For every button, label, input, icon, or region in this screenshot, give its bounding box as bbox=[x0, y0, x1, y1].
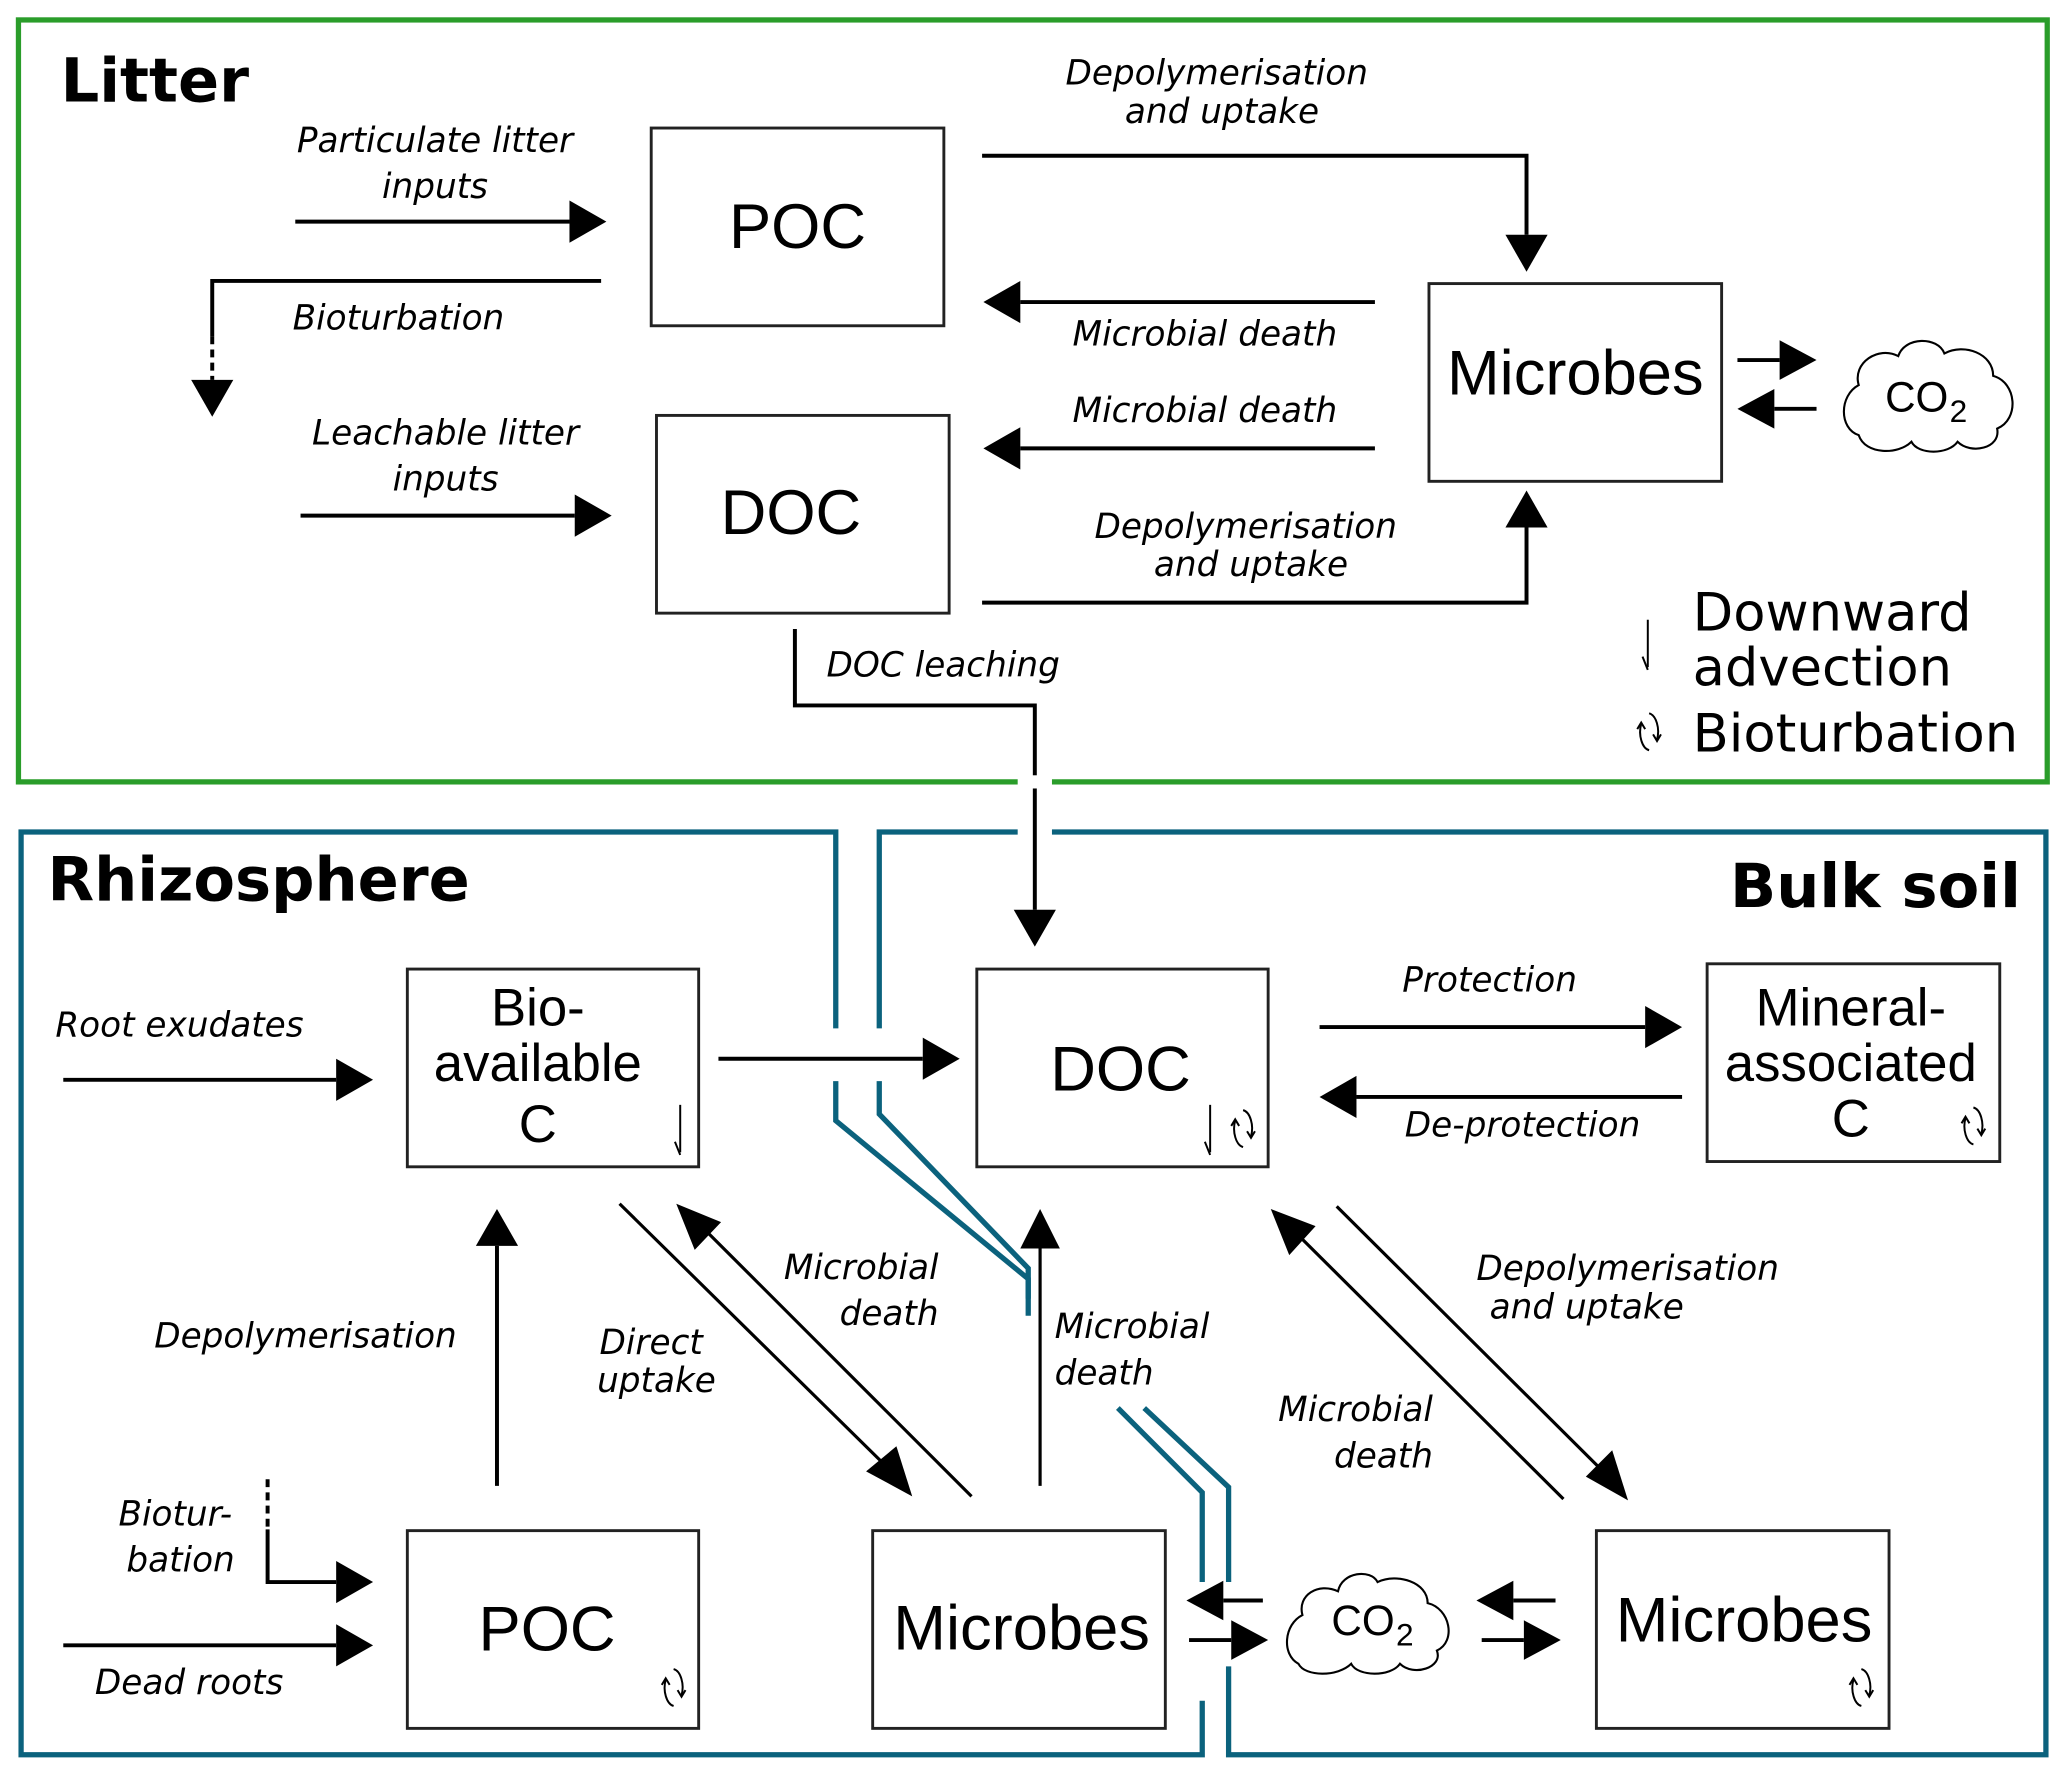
direct-uptake-label-1: Direct bbox=[600, 1323, 705, 1363]
poc-to-microbes-arrow bbox=[982, 153, 1548, 272]
legend-bioturbation: Bioturbation bbox=[1693, 704, 2019, 765]
particulate-litter-inputs-arrow bbox=[295, 200, 607, 243]
rhizo-bioturbation-label-1: Biotur- bbox=[118, 1494, 232, 1534]
bulk-microbes-co2-arrows bbox=[1476, 1580, 1561, 1660]
doc-leaching-label: DOC leaching bbox=[827, 645, 1060, 685]
rhizosphere-microbes-label: Microbes bbox=[893, 1593, 1150, 1663]
legend: Downward advection Bioturbation bbox=[1636, 582, 2019, 765]
leachable-inputs-label-1: Leachable litter bbox=[312, 413, 581, 453]
co2-text: CO bbox=[1885, 373, 1948, 420]
co2-subscript: 2 bbox=[1396, 1616, 1414, 1652]
bioturbation-icon bbox=[1636, 712, 1662, 752]
rhizosphere-poc-label: POC bbox=[479, 1595, 616, 1665]
rhizosphere-border bbox=[18, 829, 1205, 1758]
direct-uptake-arrow bbox=[618, 1202, 913, 1497]
depoly-bottom-label-2: and uptake bbox=[1154, 545, 1348, 585]
litter-poc-box: POC bbox=[649, 126, 946, 328]
downward-advection-icon bbox=[1641, 618, 1649, 671]
rhizo-microbial-death-label-2: death bbox=[840, 1294, 939, 1334]
legend-downward-2: advection bbox=[1693, 638, 1952, 699]
microbial-death-label-2: Microbial death bbox=[1073, 391, 1338, 431]
co2-subscript: 2 bbox=[1950, 393, 1968, 429]
co2-text: CO bbox=[1331, 1597, 1394, 1644]
litter-co2-cloud: CO 2 bbox=[1843, 339, 2014, 453]
particulate-inputs-label-1: Particulate litter bbox=[297, 121, 575, 161]
doc-to-microbes-arrow bbox=[982, 490, 1548, 605]
bulk-soil-border bbox=[876, 829, 2049, 1758]
microbial-death-label-1: Microbial death bbox=[1073, 315, 1338, 355]
microbes-to-doc-arrow bbox=[983, 427, 1375, 470]
microbes-co2-exchange-arrows bbox=[1737, 340, 1817, 429]
litter-microbes-box: Microbes bbox=[1427, 282, 1724, 483]
depolymerisation-label: Depolymerisation bbox=[154, 1316, 457, 1356]
root-exudates-arrow bbox=[63, 1058, 374, 1101]
mineral-label-2: associated bbox=[1725, 1034, 1977, 1093]
bulk-depoly-label-1: Depolymerisation bbox=[1476, 1249, 1779, 1289]
rhizo-bioturbation-label-2: bation bbox=[126, 1541, 234, 1581]
bulk-microbial-death-right-1: Microbial bbox=[1278, 1390, 1433, 1430]
litter-title: Litter bbox=[61, 47, 249, 117]
dead-roots-label: Dead roots bbox=[95, 1663, 284, 1703]
depoly-top-label-1: Depolymerisation bbox=[1065, 54, 1368, 94]
particulate-inputs-label-2: inputs bbox=[382, 167, 488, 207]
mineral-label-3: C bbox=[1832, 1089, 1870, 1148]
rhizo-microbial-death-label-1: Microbial bbox=[784, 1248, 939, 1288]
bioavailable-label-3: C bbox=[519, 1095, 557, 1154]
depoly-top-label-2: and uptake bbox=[1125, 92, 1319, 132]
litter-doc-box: DOC bbox=[655, 413, 951, 615]
depoly-bottom-label-1: Depolymerisation bbox=[1094, 507, 1397, 547]
bulk-microbial-death-arrow bbox=[1270, 1208, 1565, 1501]
bulk-microbial-death-left-2: death bbox=[1055, 1353, 1154, 1393]
litter-microbes-label: Microbes bbox=[1447, 338, 1704, 408]
de-protection-arrow bbox=[1319, 1075, 1683, 1119]
mineral-label-1: Mineral- bbox=[1756, 979, 1946, 1038]
bulk-microbes-label: Microbes bbox=[1616, 1585, 1873, 1655]
bulk-soil-title: Bulk soil bbox=[1730, 852, 2021, 922]
rhizo-microbial-death-arrow bbox=[676, 1203, 973, 1498]
bulk-doc-label: DOC bbox=[1050, 1034, 1191, 1104]
bulk-microbial-death-right-2: death bbox=[1334, 1436, 1433, 1476]
protection-arrow bbox=[1319, 1005, 1683, 1049]
microbes-to-poc-arrow bbox=[983, 280, 1375, 324]
bioavailable-label-1: Bio- bbox=[491, 979, 585, 1038]
legend-downward-1: Downward bbox=[1693, 582, 1972, 643]
rhizo-microbes-to-doc-arrow bbox=[1020, 1208, 1060, 1486]
leachable-inputs-label-2: inputs bbox=[393, 460, 499, 500]
rhizosphere-poc-box: POC bbox=[405, 1529, 701, 1730]
bioavailable-label-2: available bbox=[434, 1034, 642, 1093]
depolymerisation-arrow bbox=[475, 1208, 519, 1486]
dead-roots-arrow bbox=[63, 1624, 374, 1667]
litter-poc-label: POC bbox=[729, 192, 866, 262]
bulk-microbes-box: Microbes bbox=[1594, 1529, 1891, 1730]
rhizosphere-border-diagonal-lower bbox=[1116, 1406, 1205, 1583]
doc-leaching-arrow bbox=[792, 628, 1056, 947]
de-protection-label: De-protection bbox=[1405, 1105, 1641, 1145]
bioavailable-to-doc-arrow bbox=[718, 1037, 960, 1080]
bulk-microbial-death-left-1: Microbial bbox=[1055, 1307, 1210, 1347]
bioavailable-c-box: Bio- available C bbox=[405, 967, 701, 1169]
bulk-depoly-label-2: and uptake bbox=[1490, 1287, 1684, 1327]
rhizo-microbes-co2-arrows bbox=[1186, 1580, 1269, 1660]
litter-bioturbation-label: Bioturbation bbox=[293, 299, 505, 339]
mineral-associated-c-box: Mineral- associated C bbox=[1705, 962, 2002, 1163]
soil-co2-cloud: CO 2 bbox=[1285, 1572, 1450, 1675]
bulk-depoly-uptake-arrow bbox=[1335, 1205, 1629, 1501]
root-exudates-label: Root exudates bbox=[55, 1005, 303, 1045]
rhizosphere-bioturbation-arrow bbox=[265, 1479, 374, 1604]
direct-uptake-label-2: uptake bbox=[597, 1361, 716, 1401]
protection-label: Protection bbox=[1402, 960, 1577, 1000]
rhizosphere-title: Rhizosphere bbox=[47, 846, 469, 916]
rhizosphere-microbes-box: Microbes bbox=[871, 1529, 1167, 1730]
leachable-litter-inputs-arrow bbox=[300, 494, 612, 537]
litter-bioturbation-arrow bbox=[191, 278, 602, 417]
litter-doc-label: DOC bbox=[721, 478, 862, 548]
bulk-doc-box: DOC bbox=[975, 967, 1270, 1169]
